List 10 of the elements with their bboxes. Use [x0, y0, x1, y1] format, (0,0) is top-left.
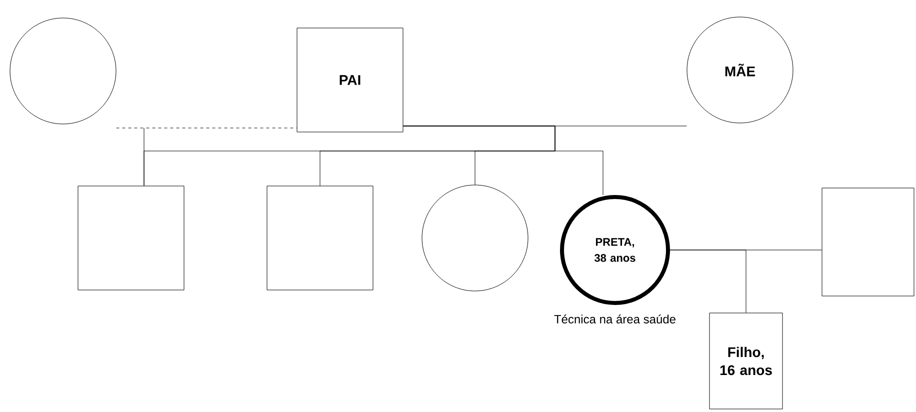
descent-line	[670, 250, 746, 313]
male-square	[78, 186, 184, 290]
female-circle	[422, 184, 528, 292]
descent-line	[403, 126, 604, 196]
male-square	[266, 186, 374, 290]
node-caption: Técnica na área saúde	[554, 314, 676, 324]
female-circle	[10, 18, 116, 124]
male-square	[822, 188, 914, 296]
person-box: PAI	[296, 28, 404, 132]
person-box: Filho, 16 anos	[709, 312, 783, 410]
